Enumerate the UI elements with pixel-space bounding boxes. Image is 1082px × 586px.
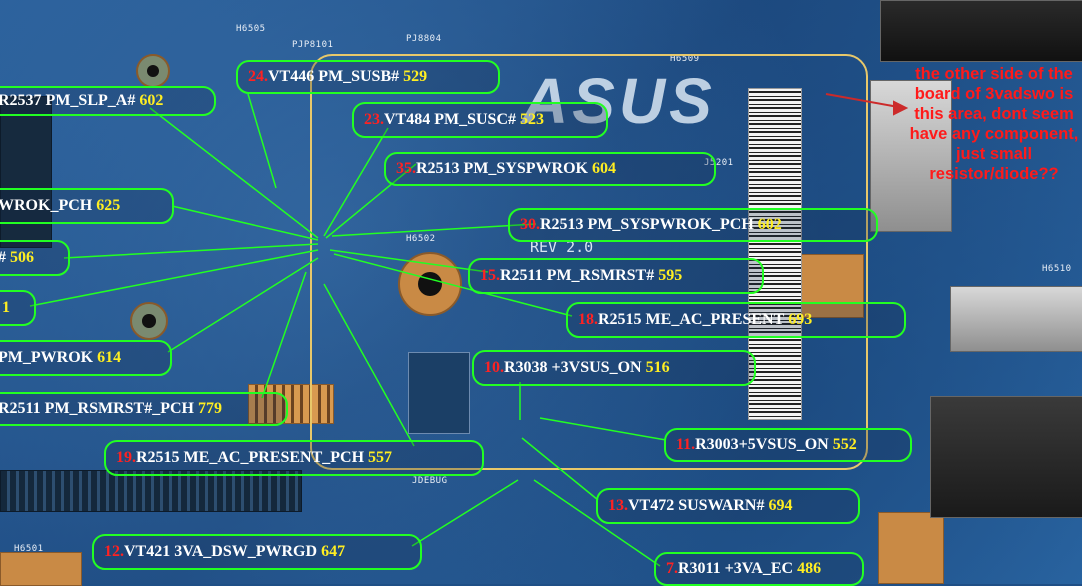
callout-label: 23.VT484 PM_SUSC#523: [352, 102, 608, 138]
callout-label: R2537 PM_SLP_A#602: [0, 86, 216, 116]
silk-h6510: H6510: [1042, 264, 1072, 274]
note-arrow: [825, 93, 909, 116]
connector-strip: [0, 470, 302, 512]
silk-pj8804: PJ8804: [406, 34, 442, 44]
gold-pad: [0, 552, 82, 586]
gold-pad: [878, 512, 944, 584]
asus-logo: ASUS: [522, 65, 716, 137]
annotation-note: the other side of the board of 3vadswo i…: [909, 65, 1079, 183]
silk-j5201: J5201: [704, 158, 734, 168]
callout-label: 1: [0, 290, 36, 326]
callout-label: #506: [0, 240, 70, 276]
barcode-sticker: [748, 88, 802, 420]
silk-h6505: H6505: [236, 24, 266, 34]
gold-pad-row: [248, 384, 334, 424]
debug-header: [408, 352, 470, 434]
silk-h6501: H6501: [14, 544, 44, 554]
silk-jdebug: JDEBUG: [412, 476, 448, 486]
revision-silkscreen: REV 2.0: [530, 238, 594, 256]
silk-h6502: H6502: [406, 234, 436, 244]
callout-label: 24.VT446 PM_SUSB#529: [236, 60, 500, 94]
audio-jack: [930, 396, 1082, 518]
mounting-hole: [130, 302, 168, 340]
silk-pjp8101: PJP8101: [292, 40, 334, 50]
usb-port: [950, 286, 1082, 352]
mounting-hole: [398, 252, 462, 316]
callout-label: 15.R2511 PM_RSMRST#595: [468, 258, 764, 294]
silk-h6509: H6509: [670, 54, 700, 64]
side-connector: [880, 0, 1082, 62]
callout-label: 13.VT472 SUSWARN#694: [596, 488, 860, 524]
